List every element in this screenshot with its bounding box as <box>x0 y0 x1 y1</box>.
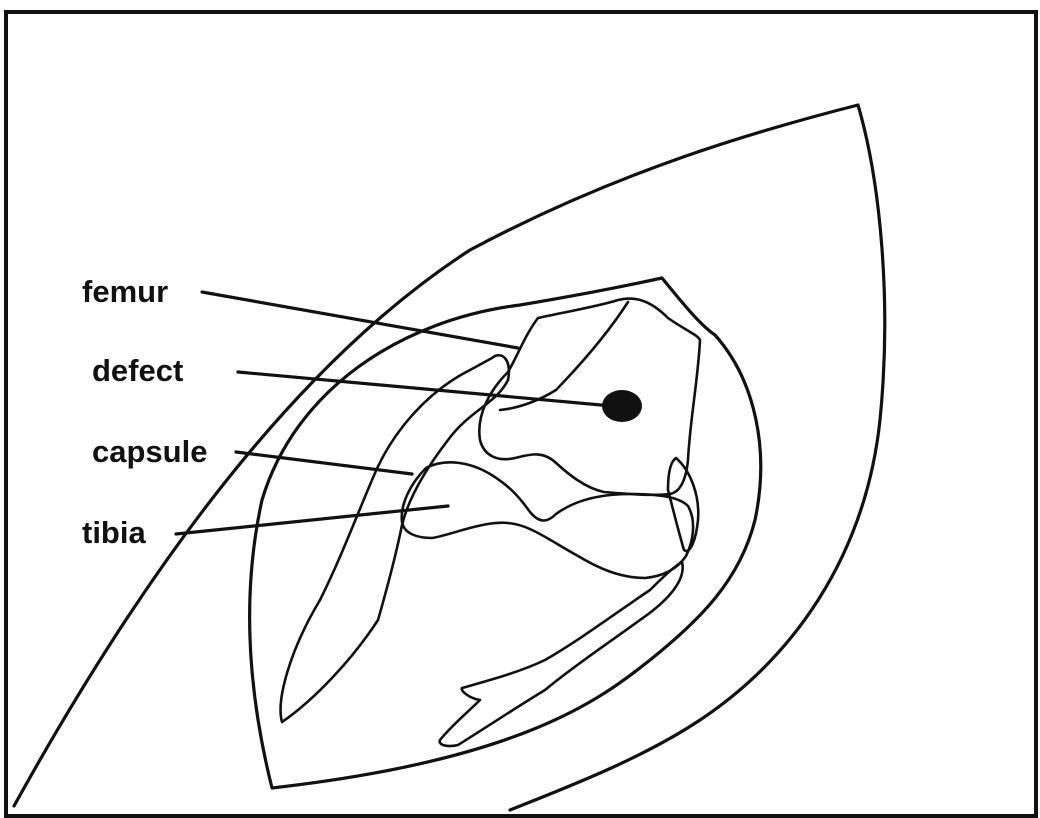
joint-capsule <box>281 355 509 722</box>
label-defect: defect <box>92 353 183 388</box>
femur-condyle-line <box>500 302 628 410</box>
capsule-posterior <box>668 458 698 551</box>
capsule-pointer <box>236 452 412 474</box>
label-capsule: capsule <box>92 434 207 469</box>
label-tibia: tibia <box>82 515 146 550</box>
label-femur: femur <box>82 274 168 309</box>
tibia-bone <box>402 462 693 578</box>
soft-tissue-outline <box>250 278 761 788</box>
femur-pointer <box>202 292 518 348</box>
